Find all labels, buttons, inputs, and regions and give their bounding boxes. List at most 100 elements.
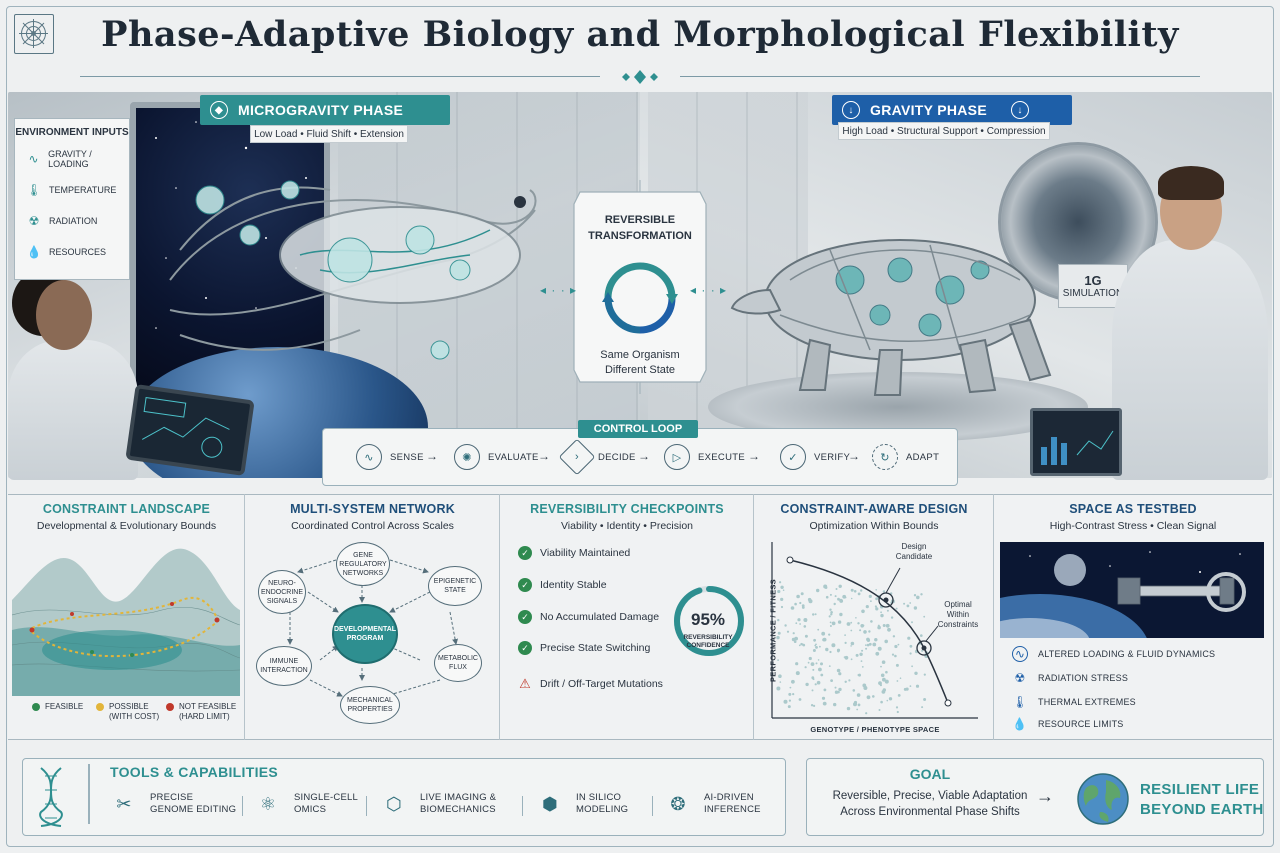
scatter-point	[860, 589, 863, 592]
testbed-item-label: RESOURCE LIMITS	[1038, 719, 1124, 729]
tool-label-line: MODELING	[576, 804, 629, 815]
scatter-point	[853, 590, 857, 593]
scatter-point	[865, 644, 867, 646]
scatter-point	[903, 602, 906, 605]
scatter-point	[838, 672, 842, 676]
scatter-point	[793, 640, 797, 643]
checkpoint-label: Viability Maintained	[540, 547, 631, 559]
scatter-point	[790, 606, 795, 610]
scatter-point	[909, 652, 912, 655]
constraint-landscape-subtitle: Developmental & Evolutionary Bounds	[36, 520, 217, 532]
scatter-point	[886, 699, 889, 702]
scatter-point	[811, 689, 814, 692]
scatter-point	[804, 666, 807, 669]
gauge-fill-arc	[674, 586, 744, 656]
scatter-point	[810, 704, 814, 707]
tool-label-line: IN SILICO	[576, 792, 622, 803]
scatter-point	[886, 609, 889, 612]
scatter-point	[800, 642, 803, 646]
check-circle-icon: ✓	[518, 610, 532, 624]
constraint-landscape-surface	[12, 548, 240, 696]
constraint-landscape-title: CONSTRAINT LANDSCAPE	[42, 502, 211, 516]
scatter-point	[850, 629, 853, 632]
scatter-point	[916, 595, 920, 600]
scatter-point	[831, 621, 836, 626]
rev-sub-line: Different State	[604, 364, 676, 376]
tool-label-line: AI-DRIVEN	[704, 792, 754, 803]
scatter-point	[833, 602, 836, 606]
cells-icon: ⚛	[259, 794, 277, 814]
scatter-point	[776, 635, 780, 640]
tool-separator	[366, 796, 367, 816]
brain-icon: ❂	[670, 794, 686, 814]
loop-step-execute: ▷EXECUTE	[664, 442, 745, 472]
scatter-point	[828, 615, 831, 618]
legend-possible: POSSIBLE(WITH COST)	[96, 702, 159, 722]
gravity-phase-badge: ↓ GRAVITY PHASE ↓	[832, 95, 1072, 125]
scatter-point	[813, 638, 816, 642]
node-label-line: DEVELOPMENTAL	[333, 626, 397, 633]
scatter-point	[813, 704, 816, 707]
design-title: CONSTRAINT-AWARE DESIGN	[780, 502, 968, 516]
scatter-point	[887, 627, 891, 632]
scatter-point	[913, 606, 918, 610]
goal-result: RESILIENT LIFE BEYOND EARTH	[1140, 780, 1264, 820]
scatter-point	[819, 645, 821, 648]
env-item-label: TEMPERATURE	[49, 184, 117, 195]
astronaut-left-head	[36, 280, 92, 350]
page-title: Phase-Adaptive Biology and Morphological…	[101, 14, 1179, 55]
scatter-point	[833, 702, 837, 707]
arrow-right-icon: →	[848, 449, 860, 463]
testbed-subtitle: High-Contrast Stress • Clean Signal	[1049, 520, 1217, 532]
reversibility-gauge	[674, 586, 744, 656]
scatter-point	[821, 631, 826, 636]
legend-sublabel: (WITH COST)	[109, 712, 160, 721]
scatter-point	[817, 659, 820, 661]
scatter-point	[783, 699, 788, 704]
loop-step-label: SENSE	[390, 451, 424, 463]
scatter-point	[795, 671, 800, 676]
scatter-point	[858, 673, 861, 677]
loop-step-label: EVALUATE	[488, 451, 539, 463]
scatter-point	[805, 682, 809, 687]
environment-inputs-panel: ENVIRONMENT INPUTS ∿GRAVITY / LOADING 🌡T…	[14, 118, 130, 280]
checkpoint-label: Precise State Switching	[540, 642, 651, 654]
scatter-point	[856, 708, 859, 711]
gravity-wave-icon: ∿	[28, 151, 39, 166]
scatter-point	[842, 594, 847, 599]
scatter-point	[909, 644, 913, 648]
microgravity-phase-badge: ◆ MICROGRAVITY PHASE	[200, 95, 450, 125]
goal-description: Reversible, Precise, Viable Adaptation A…	[816, 788, 1044, 820]
legend-not-feasible: NOT FEASIBLE(HARD LIMIT)	[166, 702, 236, 722]
scatter-point	[834, 690, 839, 694]
scatter-point	[882, 688, 886, 692]
scatter-point	[800, 592, 804, 596]
scatter-point	[877, 625, 881, 630]
node-label-line: INTERACTION	[260, 667, 308, 674]
scatter-point	[808, 599, 813, 604]
scatter-point	[777, 589, 781, 594]
scatter-point	[788, 699, 791, 702]
scatter-point	[821, 696, 826, 700]
droplet-badge-icon: ◆	[210, 101, 228, 119]
scatter-point	[861, 649, 864, 652]
scatter-point	[780, 605, 784, 609]
reversible-transformation-title: REVERSIBLE TRANSFORMATION	[576, 212, 704, 244]
testbed-item-label: ALTERED LOADING & FLUID DYNAMICS	[1038, 649, 1216, 659]
scatter-point	[861, 609, 865, 614]
check-circle-icon: ✓	[518, 546, 532, 560]
droplet-icon: 💧	[26, 244, 42, 259]
scatter-point	[836, 668, 841, 673]
goal-line: Across Environmental Phase Shifts	[840, 806, 1020, 818]
scatter-point	[814, 644, 817, 647]
node-label-line: MECHANICAL	[347, 697, 393, 704]
scatter-point	[878, 709, 881, 711]
scatter-point	[860, 660, 863, 662]
scatter-point	[826, 649, 829, 652]
annotation-line: Constraints	[937, 620, 979, 629]
scatter-point	[909, 685, 912, 687]
network-edges	[287, 559, 459, 698]
scatter-point	[823, 688, 827, 692]
scatter-point	[862, 624, 865, 627]
